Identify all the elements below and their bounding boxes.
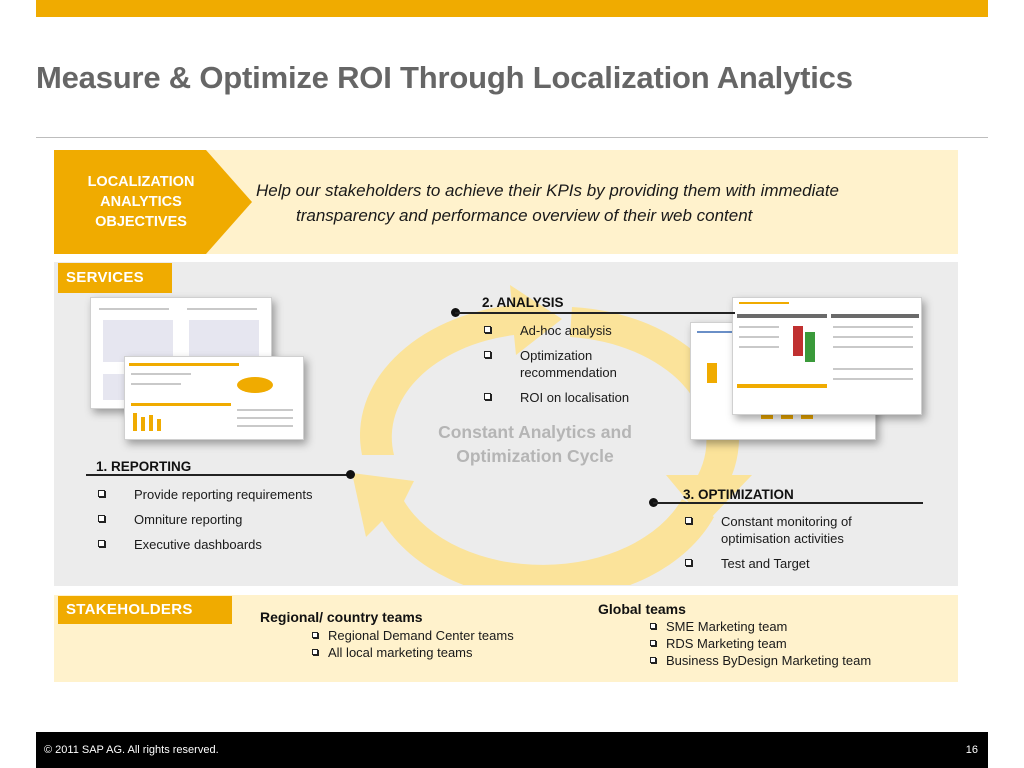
list-item: RDS Marketing team (648, 635, 918, 652)
checkbox-bullet-icon (650, 623, 656, 629)
footer-bar: © 2011 SAP AG. All rights reserved. 16 (36, 732, 988, 768)
list-item: ROI on localisation (482, 389, 652, 406)
services-tag: SERVICES (58, 263, 172, 293)
optimization-connector-line (653, 502, 923, 504)
title-divider (36, 137, 988, 138)
reporting-heading: 1. REPORTING (96, 459, 192, 474)
slide-title: Measure & Optimize ROI Through Localizat… (36, 60, 853, 95)
list-item: Test and Target (683, 555, 893, 572)
checkbox-bullet-icon (484, 393, 491, 400)
checkbox-bullet-icon (98, 540, 105, 547)
list-item: SME Marketing team (648, 618, 918, 635)
cycle-arrows-graphic (352, 285, 752, 585)
list-item: Omniture reporting (96, 511, 356, 528)
analysis-list: Ad-hoc analysis Optimization recommendat… (482, 322, 652, 414)
report-thumbnail-2 (124, 356, 304, 440)
analysis-thumbnail-2 (732, 297, 922, 415)
reporting-list: Provide reporting requirements Omniture … (96, 486, 356, 561)
list-item: Optimization recommendation (482, 347, 652, 381)
optimization-list: Constant monitoring of optimisation acti… (683, 513, 893, 580)
regional-teams-heading: Regional/ country teams (260, 609, 423, 625)
list-item: Business ByDesign Marketing team (648, 652, 918, 669)
top-accent-bar (36, 0, 988, 17)
checkbox-bullet-icon (312, 632, 318, 638)
checkbox-bullet-icon (685, 559, 692, 566)
list-item: Provide reporting requirements (96, 486, 356, 503)
copyright-text: © 2011 SAP AG. All rights reserved. (44, 744, 219, 756)
objectives-label: LOCALIZATION ANALYTICS OBJECTIVES (87, 174, 195, 230)
objectives-statement: Help our stakeholders to achieve their K… (256, 181, 840, 225)
list-item: All local marketing teams (310, 644, 560, 661)
checkbox-bullet-icon (484, 326, 491, 333)
page-number: 16 (965, 744, 978, 756)
analysis-connector-line (455, 312, 735, 314)
list-item: Ad-hoc analysis (482, 322, 652, 339)
checkbox-bullet-icon (650, 640, 656, 646)
regional-teams-list: Regional Demand Center teams All local m… (310, 627, 560, 661)
cycle-label: Constant Analytics and Optimization Cycl… (438, 422, 632, 466)
global-teams-list: SME Marketing team RDS Marketing team Bu… (648, 618, 918, 669)
checkbox-bullet-icon (484, 351, 491, 358)
objectives-arrow-shape (54, 150, 252, 254)
reporting-connector-dot (346, 470, 355, 479)
global-teams-heading: Global teams (598, 601, 686, 617)
checkbox-bullet-icon (312, 649, 318, 655)
list-item: Executive dashboards (96, 536, 356, 553)
checkbox-bullet-icon (650, 657, 656, 663)
reporting-connector-line (86, 474, 350, 476)
optimization-heading: 3. OPTIMIZATION (683, 487, 794, 502)
list-item: Constant monitoring of optimisation acti… (683, 513, 893, 547)
checkbox-bullet-icon (685, 517, 692, 524)
stakeholders-tag: STAKEHOLDERS (58, 596, 232, 624)
list-item: Regional Demand Center teams (310, 627, 560, 644)
analysis-heading: 2. ANALYSIS (482, 295, 564, 310)
checkbox-bullet-icon (98, 490, 105, 497)
checkbox-bullet-icon (98, 515, 105, 522)
